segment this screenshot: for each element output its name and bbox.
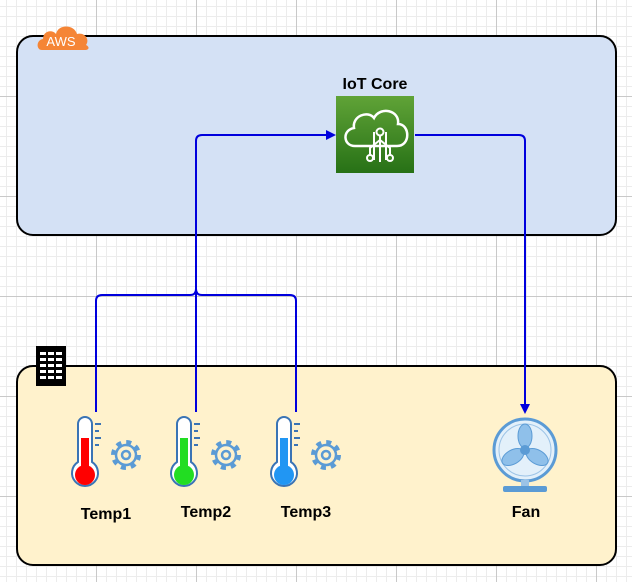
iot-core-label: IoT Core [343,76,408,93]
gear-icon [211,440,241,470]
connector-temp3 [195,288,297,412]
aws-cloud-icon: AWS [37,26,89,50]
fan-icon [492,417,558,492]
thermometer-temp2-icon [170,416,200,487]
temp2-label: Temp2 [181,504,231,521]
aws-badge-label: AWS [46,34,75,49]
connector-iot-to-fan [415,134,530,414]
thermometer-temp1-icon [71,416,101,487]
connector-temp2 [195,130,336,412]
device-region [16,365,617,566]
iot-core-icon [336,96,414,173]
fan-label: Fan [512,504,540,521]
connector-lines [95,130,530,414]
temp1-label: Temp1 [81,506,131,523]
building-icon [36,346,66,386]
temp3-label: Temp3 [281,504,331,521]
thermometer-temp3-icon [270,416,300,487]
gear-icon [311,440,341,470]
gear-icon [111,440,141,470]
